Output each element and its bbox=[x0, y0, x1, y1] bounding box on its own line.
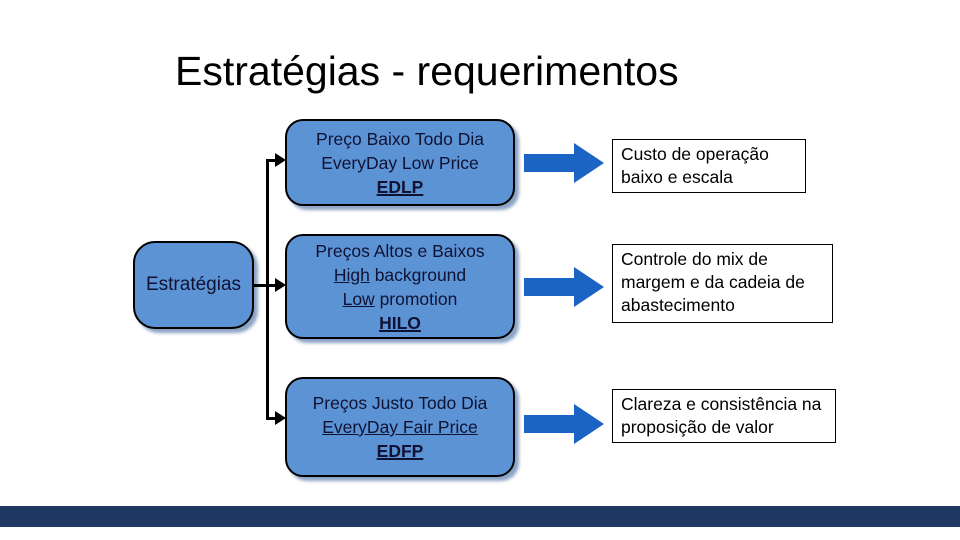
hilo-line2-rest: background bbox=[369, 264, 467, 285]
hilo-line2: High background bbox=[334, 263, 466, 287]
edfp-line2: EveryDay Fair Price bbox=[322, 417, 478, 437]
hilo-line3-rest: promotion bbox=[374, 288, 458, 309]
hilo-line2-underlined: High bbox=[333, 264, 370, 285]
connector-arrowhead-icon bbox=[275, 411, 286, 425]
requirement-text-2: Controle do mix de margem e da cadeia de… bbox=[621, 249, 805, 315]
requirement-box-1: Custo de operação baixo e escala bbox=[612, 139, 806, 193]
hilo-line3: Low promotion bbox=[343, 287, 458, 311]
strategy-box-edlp: Preço Baixo Todo Dia EveryDay Low Price … bbox=[285, 119, 515, 206]
requirement-text-3: Clareza e consistência na proposição de … bbox=[621, 394, 822, 437]
edlp-line1: Preço Baixo Todo Dia bbox=[316, 128, 484, 149]
requirement-text-1: Custo de operação baixo e escala bbox=[621, 144, 769, 187]
hilo-acronym: HILO bbox=[379, 312, 421, 333]
slide-title: Estratégias - requerimentos bbox=[175, 48, 679, 94]
edfp-acronym: EDFP bbox=[376, 441, 424, 461]
hilo-line3-underlined: Low bbox=[342, 288, 375, 309]
estrategias-label: Estratégias bbox=[145, 274, 242, 295]
edlp-acronym: EDLP bbox=[376, 176, 424, 197]
requirement-box-2: Controle do mix de margem e da cadeia de… bbox=[612, 244, 833, 323]
flow-arrow-icon bbox=[524, 267, 604, 307]
footer-bar bbox=[0, 506, 960, 527]
connector-trunk bbox=[266, 159, 269, 420]
requirement-box-3: Clareza e consistência na proposição de … bbox=[612, 389, 836, 443]
connector-arrowhead-icon bbox=[275, 278, 286, 292]
flow-arrow-icon bbox=[524, 404, 604, 444]
hilo-line1: Preços Altos e Baixos bbox=[315, 240, 485, 261]
connector-branch-top bbox=[266, 159, 280, 162]
estrategias-box: Estratégias bbox=[133, 241, 254, 329]
strategy-box-hilo: Preços Altos e Baixos High background Lo… bbox=[285, 234, 515, 339]
connector-arrowhead-icon bbox=[275, 153, 286, 167]
flow-arrow-icon bbox=[524, 143, 604, 183]
edfp-line1: Preços Justo Todo Dia bbox=[312, 393, 488, 413]
strategy-box-edfp: Preços Justo Todo Dia EveryDay Fair Pric… bbox=[285, 377, 515, 477]
edlp-line2: EveryDay Low Price bbox=[321, 152, 479, 173]
connector-branch-bottom bbox=[266, 417, 280, 420]
